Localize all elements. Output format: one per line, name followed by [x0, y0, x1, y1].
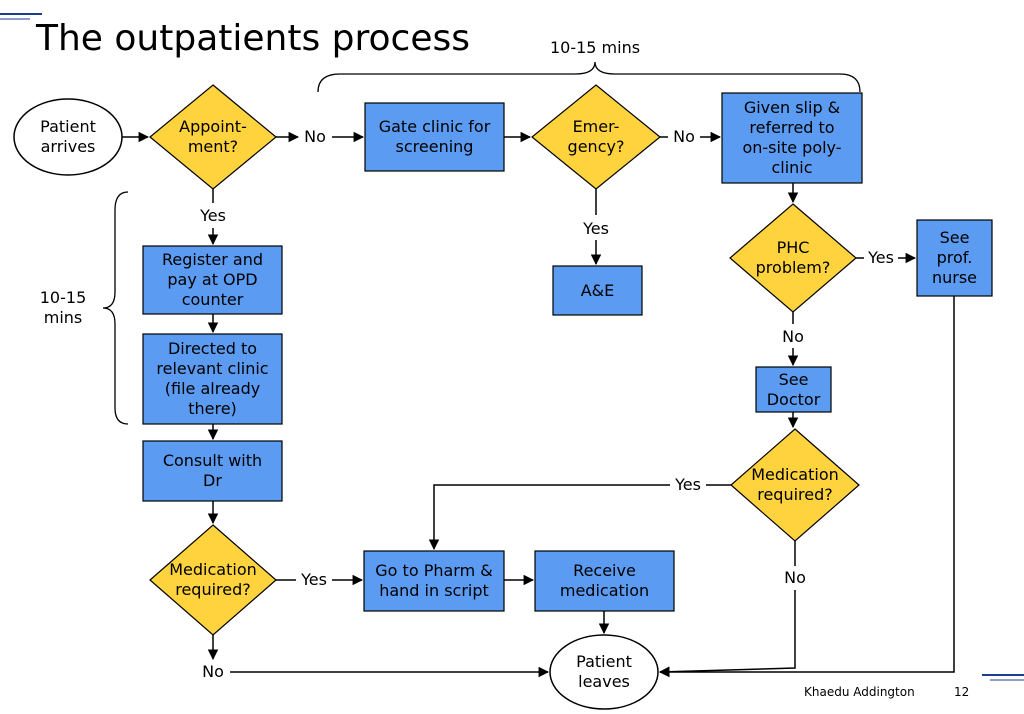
medication-right-decision — [730, 428, 860, 542]
patient-arrives-node — [13, 98, 123, 176]
edge-label-no-emergency: No — [673, 127, 695, 146]
directed-clinic-box — [142, 333, 283, 425]
medication-left-decision — [149, 524, 277, 636]
phc-decision — [729, 203, 857, 313]
edge-yes-to-pharm-right — [428, 484, 670, 551]
given-slip-box — [721, 92, 863, 184]
appointment-decision — [149, 84, 277, 190]
page-title: The outpatients process — [36, 18, 471, 59]
edge-label-yes-med-right: Yes — [675, 475, 701, 494]
consult-box — [142, 440, 283, 502]
register-pay-box — [142, 245, 283, 315]
ae-box — [552, 265, 643, 316]
patient-leaves-node — [549, 634, 659, 710]
see-nurse-box — [916, 219, 993, 297]
edge-label-yes-emergency: Yes — [583, 219, 609, 238]
edge-label-yes-phc: Yes — [868, 248, 894, 267]
footer-author: Khaedu Addington — [804, 685, 915, 699]
edge-nurse-to-leaves — [658, 296, 955, 678]
edge-label-no-phc: No — [782, 327, 804, 346]
edge-label-yes-med-left: Yes — [301, 570, 327, 589]
see-doctor-box — [755, 366, 832, 413]
receive-med-box — [534, 550, 675, 612]
go-pharm-box — [363, 550, 505, 612]
edge-no-to-leaves-right — [658, 590, 796, 677]
gate-clinic-box — [364, 102, 505, 172]
time-brace-top — [317, 61, 861, 93]
edge-label-no-med-right: No — [784, 568, 806, 587]
time-label-left: 10-15 mins — [39, 288, 87, 327]
edge-label-yes-appointment: Yes — [200, 206, 226, 225]
edge-label-no-appointment: No — [304, 127, 326, 146]
time-brace-left — [102, 191, 129, 425]
edge-label-no-med-left: No — [202, 662, 224, 681]
time-label-top: 10-15 mins — [549, 38, 641, 57]
emergency-decision — [531, 84, 661, 190]
footer-page-number: 12 — [954, 685, 970, 699]
